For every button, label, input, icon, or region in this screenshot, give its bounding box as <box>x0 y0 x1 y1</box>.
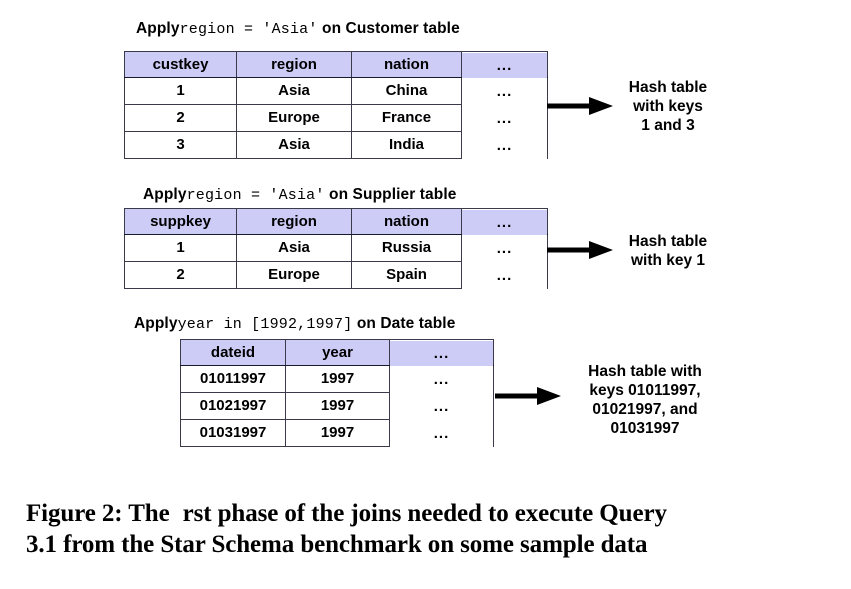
caption-predicate: region = 'Asia' <box>179 21 318 38</box>
supplier-table-caption: Applyregion = 'Asia' on Supplier table <box>143 186 456 205</box>
cell-nation: France <box>351 104 462 132</box>
table-row: 1 Asia China ... <box>124 77 548 106</box>
customer-table-wrapper: custkey region nation ... 1 Asia China .… <box>124 51 548 160</box>
cell-nation: China <box>351 77 462 105</box>
column-header: region <box>236 51 352 78</box>
column-header: year <box>285 339 390 366</box>
cell-dateid: 01021997 <box>180 392 286 420</box>
annotation-line: 01031997 <box>610 420 680 437</box>
table-row: 2 Europe Spain ... <box>124 261 548 290</box>
annotation-line: Hash table <box>628 233 708 250</box>
table-row: 1 Asia Russia ... <box>124 234 548 263</box>
column-header-ellipsis: ... <box>461 52 548 79</box>
table-row: 01011997 1997 ... <box>180 365 494 394</box>
annotation-line: Hash table with <box>588 363 702 380</box>
customer-table-caption: Applyregion = 'Asia' on Customer table <box>136 20 460 39</box>
column-header: nation <box>351 51 462 78</box>
figure-caption-suffix: rst phase of the joins needed to execute… <box>182 500 667 527</box>
table-row: 3 Asia India ... <box>124 131 548 160</box>
date-to-hash-arrow <box>495 387 561 405</box>
cell-region: Europe <box>236 261 352 289</box>
date-table-caption: Applyyear in [1992,1997] on Date table <box>134 315 455 334</box>
annotation-line: with keys <box>633 98 703 115</box>
caption-target: on Supplier table <box>329 186 457 203</box>
cell-custkey: 1 <box>124 77 237 105</box>
column-header-ellipsis: ... <box>389 340 494 367</box>
cell-nation: Russia <box>351 234 462 262</box>
supplier-table-wrapper: suppkey region nation ... 1 Asia Russia … <box>124 208 548 290</box>
caption-predicate: year in [1992,1997] <box>177 316 353 333</box>
customer-table: custkey region nation ... 1 Asia China .… <box>124 51 548 160</box>
cell-year: 1997 <box>285 365 390 393</box>
customer-to-hash-arrow <box>547 97 613 115</box>
caption-target: on Customer table <box>322 20 460 37</box>
supplier-table: suppkey region nation ... 1 Asia Russia … <box>124 208 548 290</box>
column-header-ellipsis: ... <box>461 209 548 236</box>
supplier-to-hash-arrow <box>547 241 613 259</box>
cell-year: 1997 <box>285 419 390 447</box>
column-header: nation <box>351 208 462 235</box>
annotation-line: Hash table <box>628 79 708 96</box>
figure-caption-prefix: Figure 2: The <box>26 500 170 527</box>
cell-custkey: 3 <box>124 131 237 159</box>
cell-suppkey: 1 <box>124 234 237 262</box>
cell-ellipsis: ... <box>389 420 494 448</box>
figure-caption: Figure 2: The rst phase of the joins need… <box>26 498 826 560</box>
column-header: custkey <box>124 51 237 78</box>
annotation-line: with key 1 <box>630 252 706 269</box>
cell-suppkey: 2 <box>124 261 237 289</box>
cell-dateid: 01031997 <box>180 419 286 447</box>
caption-predicate: region = 'Asia' <box>186 187 325 204</box>
cell-region: Asia <box>236 234 352 262</box>
cell-dateid: 01011997 <box>180 365 286 393</box>
table-row: 2 Europe France ... <box>124 104 548 133</box>
cell-nation: India <box>351 131 462 159</box>
caption-apply-keyword: Apply <box>143 186 187 203</box>
caption-target: on Date table <box>356 315 456 332</box>
figure-caption-line-1: Figure 2: The rst phase of the joins need… <box>26 498 826 529</box>
supplier-hash-annotation: Hash table with key 1 <box>603 232 733 270</box>
table-header-row: custkey region nation ... <box>124 51 548 79</box>
cell-ellipsis: ... <box>461 262 548 290</box>
date-table-wrapper: dateid year ... 01011997 1997 ... 010219… <box>180 339 494 448</box>
cell-year: 1997 <box>285 392 390 420</box>
column-header: region <box>236 208 352 235</box>
table-header-row: suppkey region nation ... <box>124 208 548 236</box>
cell-ellipsis: ... <box>461 132 548 160</box>
cell-ellipsis: ... <box>461 235 548 263</box>
cell-region: Asia <box>236 77 352 105</box>
cell-nation: Spain <box>351 261 462 289</box>
figure-caption-line-2: 3.1 from the Star Schema benchmark on so… <box>26 531 648 558</box>
date-hash-annotation: Hash table with keys 01011997, 01021997,… <box>565 362 725 438</box>
table-row: 01021997 1997 ... <box>180 392 494 421</box>
cell-ellipsis: ... <box>461 78 548 106</box>
cell-ellipsis: ... <box>389 366 494 394</box>
caption-apply-keyword: Apply <box>136 20 180 37</box>
column-header: dateid <box>180 339 286 366</box>
date-table: dateid year ... 01011997 1997 ... 010219… <box>180 339 494 448</box>
annotation-line: keys 01011997, <box>589 382 701 399</box>
table-header-row: dateid year ... <box>180 339 494 367</box>
table-row: 01031997 1997 ... <box>180 419 494 448</box>
cell-ellipsis: ... <box>389 393 494 421</box>
cell-custkey: 2 <box>124 104 237 132</box>
column-header: suppkey <box>124 208 237 235</box>
customer-hash-annotation: Hash table with keys 1 and 3 <box>603 78 733 135</box>
annotation-line: 1 and 3 <box>641 117 695 134</box>
caption-apply-keyword: Apply <box>134 315 178 332</box>
annotation-line: 01021997, and <box>592 401 698 418</box>
cell-ellipsis: ... <box>461 105 548 133</box>
cell-region: Europe <box>236 104 352 132</box>
cell-region: Asia <box>236 131 352 159</box>
